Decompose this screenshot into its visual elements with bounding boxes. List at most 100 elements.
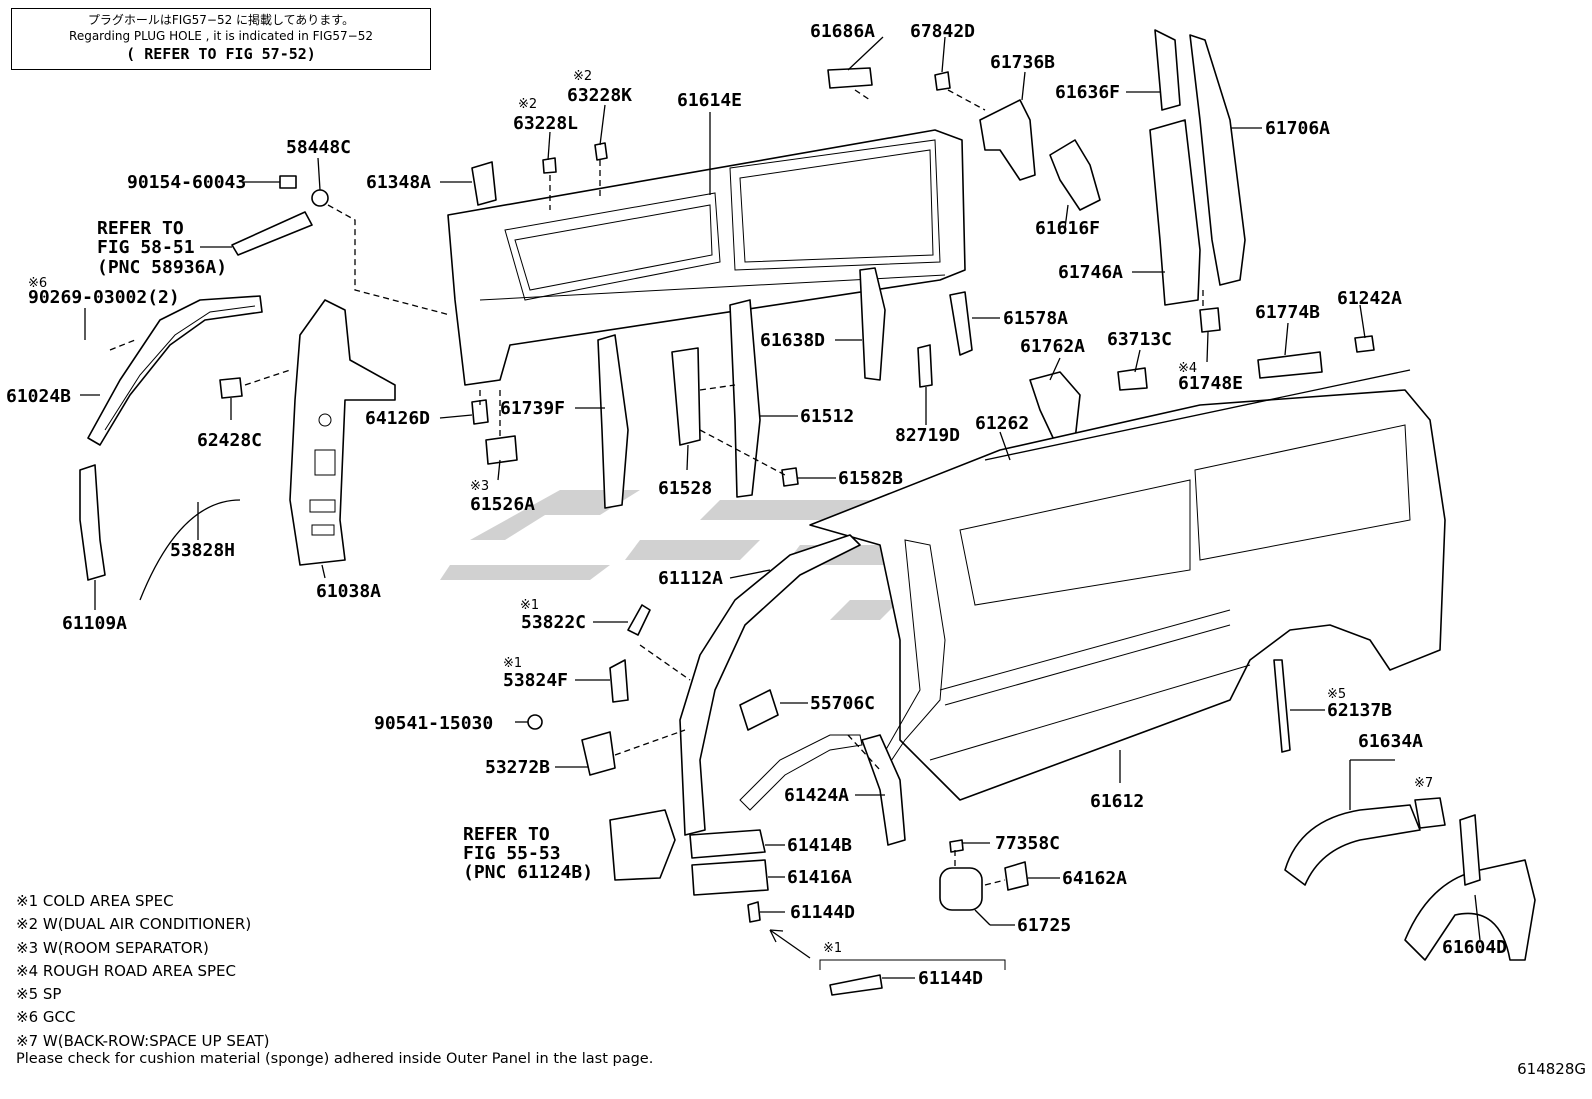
note-japanese: プラグホールはFIG57−52 に掲載してあります。 xyxy=(87,13,355,27)
part-53822C-shape xyxy=(627,604,651,636)
spec-legend: ※1 COLD AREA SPEC ※2 W(DUAL AIR CONDITIO… xyxy=(16,890,269,1053)
label-61736B: 61736B xyxy=(990,52,1055,73)
label-63228L: 63228L xyxy=(513,113,578,134)
label-61512: 61512 xyxy=(800,406,854,427)
label-ref58-line1: REFER TO xyxy=(97,218,184,239)
mark-4: ※4 xyxy=(1178,361,1197,376)
part-61424A-shape xyxy=(861,734,906,846)
part-58936A-shape xyxy=(231,211,313,256)
label-61748E: 61748E xyxy=(1178,373,1243,394)
cushion-note: Please check for cushion material (spong… xyxy=(16,1051,654,1067)
label-61774B: 61774B xyxy=(1255,302,1320,323)
label-61414B: 61414B xyxy=(787,835,852,856)
label-61614E: 61614E xyxy=(677,90,742,111)
label-55706C: 55706C xyxy=(810,693,875,714)
legend-item: ※5 SP xyxy=(16,985,62,1004)
label-61424A: 61424A xyxy=(784,785,849,806)
mark-7: ※7 xyxy=(1414,776,1433,791)
label-61739F: 61739F xyxy=(500,398,565,419)
label-62428C: 62428C xyxy=(197,430,262,451)
part-61416A-shape xyxy=(691,859,769,896)
part-53828H-shape xyxy=(139,499,241,601)
pointer-arrow-head xyxy=(769,929,784,943)
mark-1a: ※1 xyxy=(520,598,539,613)
part-61686A-shape xyxy=(827,67,873,89)
part-61144D-shape-2 xyxy=(829,974,883,996)
label-90541: 90541-15030 xyxy=(374,713,493,734)
part-62137B-shape xyxy=(1273,659,1291,753)
part-61748E-shape xyxy=(1199,307,1221,333)
part-61612-shape xyxy=(809,369,1446,801)
part-64162A-shape xyxy=(1004,861,1029,891)
label-61686A: 61686A xyxy=(810,21,875,42)
part-61604D-upright xyxy=(1459,814,1481,886)
label-ref55-line1: REFER TO xyxy=(463,824,550,845)
part-61512-shape xyxy=(729,299,761,498)
label-63713C: 63713C xyxy=(1107,329,1172,350)
label-61634A: 61634A xyxy=(1358,731,1423,752)
label-ref55-line2: FIG 55-53 xyxy=(463,843,561,864)
mark-1b: ※1 xyxy=(503,656,522,671)
part-61774B-shape xyxy=(1257,351,1323,379)
part-61528-shape xyxy=(671,347,701,446)
label-53824F: 53824F xyxy=(503,670,568,691)
label-63228K: 63228K xyxy=(567,85,632,106)
label-61616F: 61616F xyxy=(1035,218,1100,239)
label-61612: 61612 xyxy=(1090,791,1144,812)
part-61706A-shape xyxy=(1189,34,1246,286)
part-61746A-shape xyxy=(1149,119,1201,306)
label-61144D-2: 61144D xyxy=(918,968,983,989)
label-61144D-1: 61144D xyxy=(790,902,855,923)
mark-6: ※6 xyxy=(28,276,47,291)
part-64126D-shape xyxy=(471,399,489,425)
part-90154-shape xyxy=(279,175,297,189)
part-77358C-shape xyxy=(949,839,964,853)
part-61124B-shape xyxy=(609,809,676,881)
label-61762A: 61762A xyxy=(1020,336,1085,357)
label-53828H: 53828H xyxy=(170,540,235,561)
label-64162A: 64162A xyxy=(1062,868,1127,889)
legend-item: ※6 GCC xyxy=(16,1008,76,1027)
label-61604D: 61604D xyxy=(1442,937,1507,958)
note-english: Regarding PLUG HOLE , it is indicated in… xyxy=(69,29,373,43)
legend-item: ※7 W(BACK-ROW:SPACE UP SEAT) xyxy=(16,1031,270,1050)
mark-2b: ※2 xyxy=(518,97,537,112)
part-55706C-shape xyxy=(739,689,779,731)
label-61416A: 61416A xyxy=(787,867,852,888)
label-ref55-line3: (PNC 61124B) xyxy=(463,862,593,883)
part-61112A-shape xyxy=(679,534,946,836)
label-67842D: 67842D xyxy=(910,21,975,42)
part-61634A-shape xyxy=(1284,804,1421,886)
part-space-up-seat-shape xyxy=(1414,797,1446,829)
part-61414B-shape xyxy=(689,829,766,859)
part-61636F-shape xyxy=(1154,29,1181,111)
label-61636F: 61636F xyxy=(1055,82,1120,103)
legend-item: ※1 COLD AREA SPEC xyxy=(16,892,174,910)
mark-3: ※3 xyxy=(470,479,489,494)
label-61262: 61262 xyxy=(975,413,1029,434)
part-61144D-shape-1 xyxy=(747,901,761,923)
part-labels: 61686A 67842D 61736B 61636F 61706A ※2 63… xyxy=(6,21,1507,989)
part-61614E-shape xyxy=(447,129,966,386)
label-61242A: 61242A xyxy=(1337,288,1402,309)
label-61725: 61725 xyxy=(1017,915,1071,936)
label-61582B: 61582B xyxy=(838,468,903,489)
part-63713C-shape xyxy=(1117,367,1148,391)
part-61762A-shape xyxy=(1029,371,1081,443)
label-61526A: 61526A xyxy=(470,494,535,515)
legend-item: ※4 ROUGH ROAD AREA SPEC xyxy=(16,961,237,980)
figure-id: 614828G xyxy=(1517,1060,1586,1078)
part-61582B-shape xyxy=(781,467,799,487)
label-64126D: 64126D xyxy=(365,408,430,429)
label-61528: 61528 xyxy=(658,478,712,499)
label-61746A: 61746A xyxy=(1058,262,1123,283)
part-61604D-shape xyxy=(1404,859,1536,961)
part-53824F-shape xyxy=(609,659,629,703)
label-61348A: 61348A xyxy=(366,172,431,193)
part-63228K-shape xyxy=(594,142,608,161)
part-61242A-shape xyxy=(1354,335,1375,353)
part-61638D-shape xyxy=(859,267,886,381)
mark-2a: ※2 xyxy=(573,69,592,84)
label-61112A: 61112A xyxy=(658,568,723,589)
